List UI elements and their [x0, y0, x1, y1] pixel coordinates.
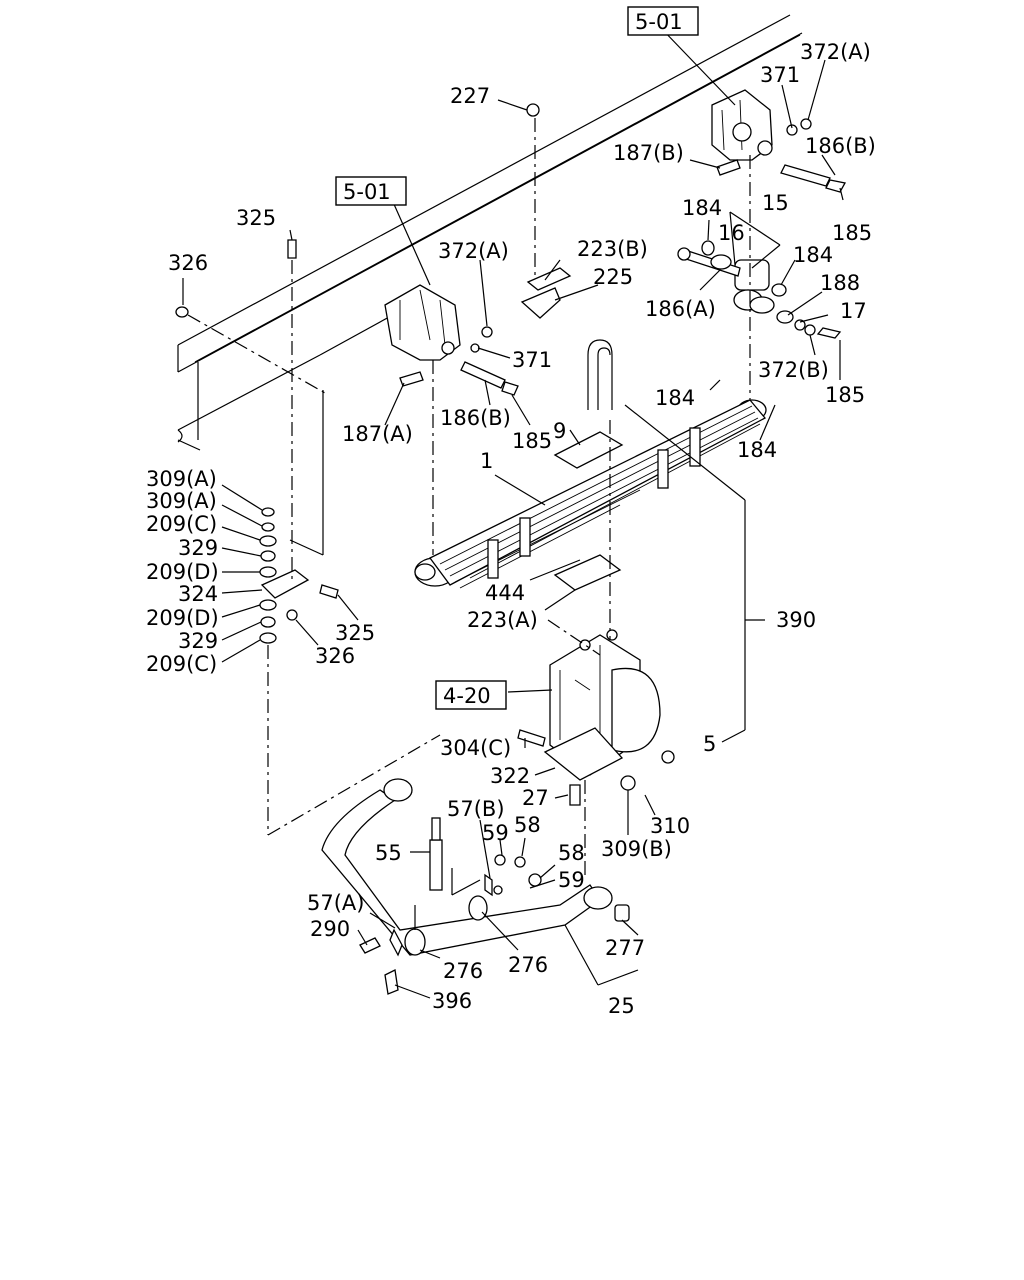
part-labels: 372(A) 371 227 187(B) 186(B) 185 184 15 … [146, 40, 876, 1018]
label-187b: 187(B) [613, 141, 684, 165]
label-223b: 223(B) [577, 237, 648, 261]
label-277: 277 [605, 936, 645, 960]
label-57b: 57(B) [447, 797, 505, 821]
label-184-d: 184 [737, 438, 777, 462]
label-58-a: 58 [514, 813, 541, 837]
label-59-b: 59 [558, 868, 585, 892]
frame-ref-top: 5-01 [635, 10, 683, 34]
label-1: 1 [480, 449, 493, 473]
axle-ref: 4-20 [443, 684, 491, 708]
frame-ref-box-mid [335, 176, 407, 206]
label-396: 396 [432, 989, 472, 1013]
label-371-top: 371 [760, 63, 800, 87]
label-372a-mid: 372(A) [438, 239, 509, 263]
label-209c-1: 209(C) [146, 512, 217, 536]
label-188: 188 [820, 271, 860, 295]
frame-ref-box-top [627, 6, 699, 36]
label-276-b: 276 [508, 953, 548, 977]
label-209d-2: 209(D) [146, 606, 219, 630]
label-326-top: 326 [168, 251, 208, 275]
rear-pins [716, 118, 847, 193]
label-309a-2: 309(A) [146, 489, 217, 513]
label-27: 27 [522, 786, 549, 810]
label-184-c: 184 [655, 386, 695, 410]
label-304c: 304(C) [440, 736, 511, 760]
label-209c-2: 209(C) [146, 652, 217, 676]
label-186b-top: 186(B) [805, 134, 876, 158]
label-187a: 187(A) [342, 422, 413, 446]
label-185-r: 185 [825, 383, 865, 407]
frame-ref-mid: 5-01 [343, 180, 391, 204]
label-324: 324 [178, 582, 218, 606]
leader-lines [182, 26, 844, 999]
alignment-lines [187, 118, 751, 880]
label-276-a: 276 [443, 959, 483, 983]
label-186b-mid: 186(B) [440, 406, 511, 430]
label-5: 5 [703, 732, 716, 756]
label-322: 322 [490, 764, 530, 788]
u-bolt [587, 339, 613, 410]
label-329-1: 329 [178, 536, 218, 560]
label-57a: 57(A) [307, 891, 364, 915]
label-16: 16 [718, 221, 745, 245]
label-325-top: 325 [236, 206, 276, 230]
front-pins [399, 326, 519, 396]
label-225: 225 [593, 265, 633, 289]
link-rod [429, 817, 443, 891]
leaf-spring [414, 399, 767, 589]
label-372a-top: 372(A) [800, 40, 871, 64]
spring-pads [520, 103, 624, 591]
label-372b: 372(B) [758, 358, 829, 382]
label-184-b: 184 [793, 243, 833, 267]
label-326-low: 326 [315, 644, 355, 668]
stabilizer-bar [321, 778, 630, 956]
label-309a-1: 309(A) [146, 467, 217, 491]
axle-ref-box [435, 680, 507, 710]
label-444: 444 [485, 581, 525, 605]
label-25: 25 [608, 994, 635, 1018]
label-390: 390 [776, 608, 816, 632]
lower-seat [517, 727, 675, 806]
label-329-2: 329 [178, 629, 218, 653]
stacked-washers [175, 239, 339, 644]
label-17: 17 [840, 299, 867, 323]
label-290: 290 [310, 917, 350, 941]
frame-rail [177, 14, 803, 451]
label-58-b: 58 [558, 841, 585, 865]
label-310: 310 [650, 814, 690, 838]
label-185-mid: 185 [512, 429, 552, 453]
label-15: 15 [762, 191, 789, 215]
label-223a: 223(A) [467, 608, 538, 632]
label-186a: 186(A) [645, 297, 716, 321]
label-59-a: 59 [482, 821, 509, 845]
shackle-assembly [677, 240, 842, 339]
label-227: 227 [450, 84, 490, 108]
label-9: 9 [553, 419, 566, 443]
rear-hanger-bracket [711, 89, 773, 161]
label-185-top: 185 [832, 221, 872, 245]
label-184-a: 184 [682, 196, 722, 220]
label-55: 55 [375, 841, 402, 865]
label-309b: 309(B) [601, 837, 672, 861]
front-hanger-bracket [384, 284, 461, 361]
label-209d-1: 209(D) [146, 560, 219, 584]
label-371-mid: 371 [512, 348, 552, 372]
label-325-low: 325 [335, 621, 375, 645]
